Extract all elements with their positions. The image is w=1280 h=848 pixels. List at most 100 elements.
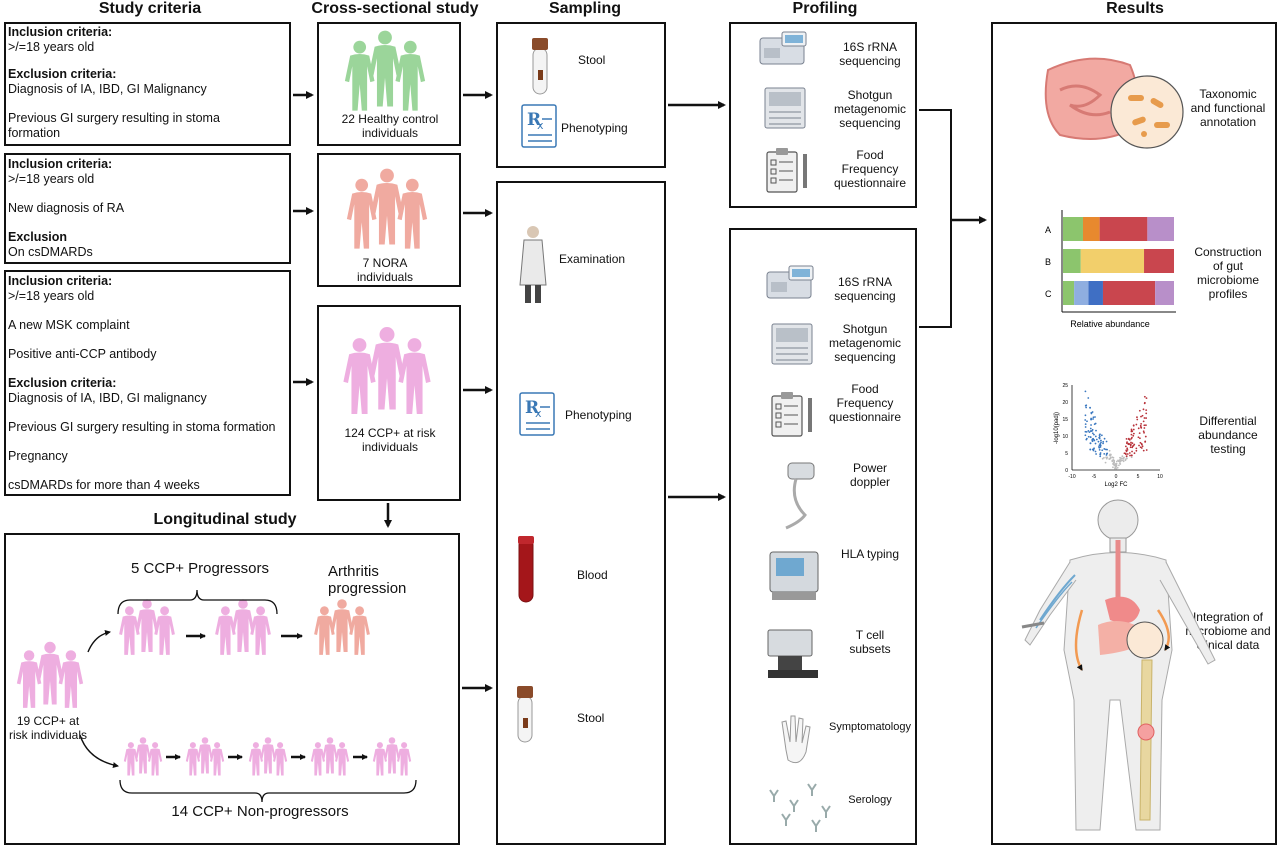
hla-machine-icon: [769, 551, 819, 600]
shotgun-sequencer2-icon: [771, 323, 813, 365]
abundance-bar-A-0: [1063, 217, 1083, 241]
inclusion-heading: Inclusion criteria:: [8, 274, 113, 288]
volcano-point: [1136, 418, 1139, 421]
volcano-point: [1145, 397, 1148, 399]
group-label-healthy: 22 Healthy control individuals: [341, 112, 439, 140]
title-sampling: Sampling: [548, 0, 621, 17]
criterion: Diagnosis of IA, IBD, GI malignancy: [8, 391, 207, 405]
volcano-point: [1090, 424, 1092, 426]
volcano-point: [1131, 436, 1133, 439]
phenotyping-icon: [521, 104, 557, 148]
volcano-point: [1145, 412, 1148, 415]
volcano-point: [1115, 460, 1118, 463]
sampling-stool2-label: Stool: [577, 711, 605, 725]
volcano-point: [1141, 414, 1144, 417]
volcano-point: [1143, 401, 1146, 404]
volcano-point: [1126, 453, 1129, 455]
volcano-point: [1084, 430, 1087, 433]
volcano-point: [1084, 390, 1087, 393]
volcano-point: [1084, 423, 1087, 426]
result-differential-label: Differential abundance testing: [1198, 414, 1258, 456]
profiling2-doppler-label: Power doppler: [849, 461, 891, 489]
volcano-point: [1135, 447, 1138, 450]
profiling-rrna-label: 16S rRNA sequencing: [839, 40, 901, 68]
volcano-point: [1098, 436, 1101, 439]
profiling-shotgun-label: Shotgun metagenomic sequencing: [833, 88, 907, 130]
volcano-point: [1099, 446, 1102, 448]
volcano-ytick-1: 5: [1065, 451, 1068, 457]
volcano-point: [1094, 450, 1097, 453]
volcano-point: [1145, 424, 1147, 427]
chart-category-c: C: [1045, 289, 1052, 299]
volcano-point: [1127, 437, 1130, 440]
volcano-point: [1119, 463, 1122, 465]
volcano-point: [1117, 464, 1120, 467]
stool-tube-icon: [531, 37, 549, 95]
abundance-bar-B-0: [1063, 249, 1081, 273]
volcano-xtick-1: -5: [1092, 474, 1097, 480]
progressors-brace: [117, 589, 278, 615]
abundance-bar-C-3: [1074, 281, 1089, 305]
volcano-point: [1089, 406, 1092, 409]
volcano-point: [1091, 448, 1094, 451]
sampling-examination-label: Examination: [559, 252, 626, 266]
volcano-point: [1131, 430, 1134, 433]
abundance-bar-B-2: [1080, 249, 1145, 273]
volcano-point: [1126, 449, 1129, 451]
volcano-point: [1103, 437, 1106, 440]
sampling-phenotyping-label: Phenotyping: [561, 121, 628, 135]
volcano-point: [1087, 397, 1090, 399]
volcano-point: [1101, 457, 1104, 460]
nora-figures: [347, 169, 427, 249]
volcano-point: [1109, 453, 1111, 456]
abundance-bar-C-0: [1063, 281, 1075, 305]
volcano-xtick-4: 10: [1157, 474, 1163, 480]
volcano-point: [1121, 459, 1124, 462]
sampling-blood-label: Blood: [577, 568, 608, 582]
volcano-point: [1119, 459, 1121, 462]
abundance-bar-A-6: [1147, 217, 1174, 241]
volcano-point: [1089, 427, 1092, 430]
volcano-point: [1131, 450, 1133, 453]
volcano-point: [1091, 432, 1094, 435]
criteria-text-healthy: Inclusion criteria: >/=18 years old Excl…: [8, 25, 288, 141]
volcano-point: [1140, 447, 1143, 449]
criterion: Positive anti-CCP antibody: [8, 347, 157, 361]
volcano-point: [1103, 452, 1106, 455]
healthy-figures: [345, 31, 425, 111]
volcano-point: [1094, 435, 1097, 438]
volcano-point: [1084, 434, 1087, 437]
volcano-point: [1132, 432, 1135, 435]
volcano-point: [1113, 464, 1116, 467]
volcano-point: [1128, 452, 1131, 454]
volcano-point: [1140, 426, 1143, 429]
criteria-box-healthy: [4, 22, 291, 146]
volcano-point: [1141, 445, 1144, 448]
volcano-point: [1121, 455, 1124, 458]
volcano-point: [1099, 442, 1102, 445]
profiling2-rrna-label: 16S rRNA sequencing: [834, 275, 896, 303]
nonprogressors-label: 14 CCP+ Non-progressors: [171, 803, 349, 820]
profiling2-ffq-label: Food Frequency questionnaire: [828, 382, 902, 424]
doppler-probe-icon: [785, 462, 815, 530]
volcano-point: [1113, 460, 1116, 463]
result-construction-label: Construction of gut microbiome profiles: [1194, 245, 1262, 301]
volcano-point: [1098, 448, 1101, 451]
volcano-point: [1100, 439, 1102, 442]
microbe-icon: [1110, 75, 1184, 149]
volcano-point: [1097, 440, 1100, 443]
volcano-point: [1145, 409, 1148, 412]
criterion: A new MSK complaint: [8, 318, 130, 332]
volcano-point: [1140, 415, 1142, 418]
volcano-point: [1131, 442, 1134, 445]
chart-xlabel: Relative abundance: [1070, 319, 1150, 329]
shotgun-sequencer-icon: [764, 87, 806, 129]
volcano-point: [1137, 427, 1140, 430]
title-cross-sectional: Cross-sectional study: [311, 0, 479, 17]
volcano-point: [1095, 438, 1098, 441]
questionnaire-icon: [766, 147, 808, 193]
abundance-bar-A-1: [1082, 217, 1100, 241]
flow-arrows: [293, 91, 987, 692]
volcano-point: [1136, 416, 1138, 419]
